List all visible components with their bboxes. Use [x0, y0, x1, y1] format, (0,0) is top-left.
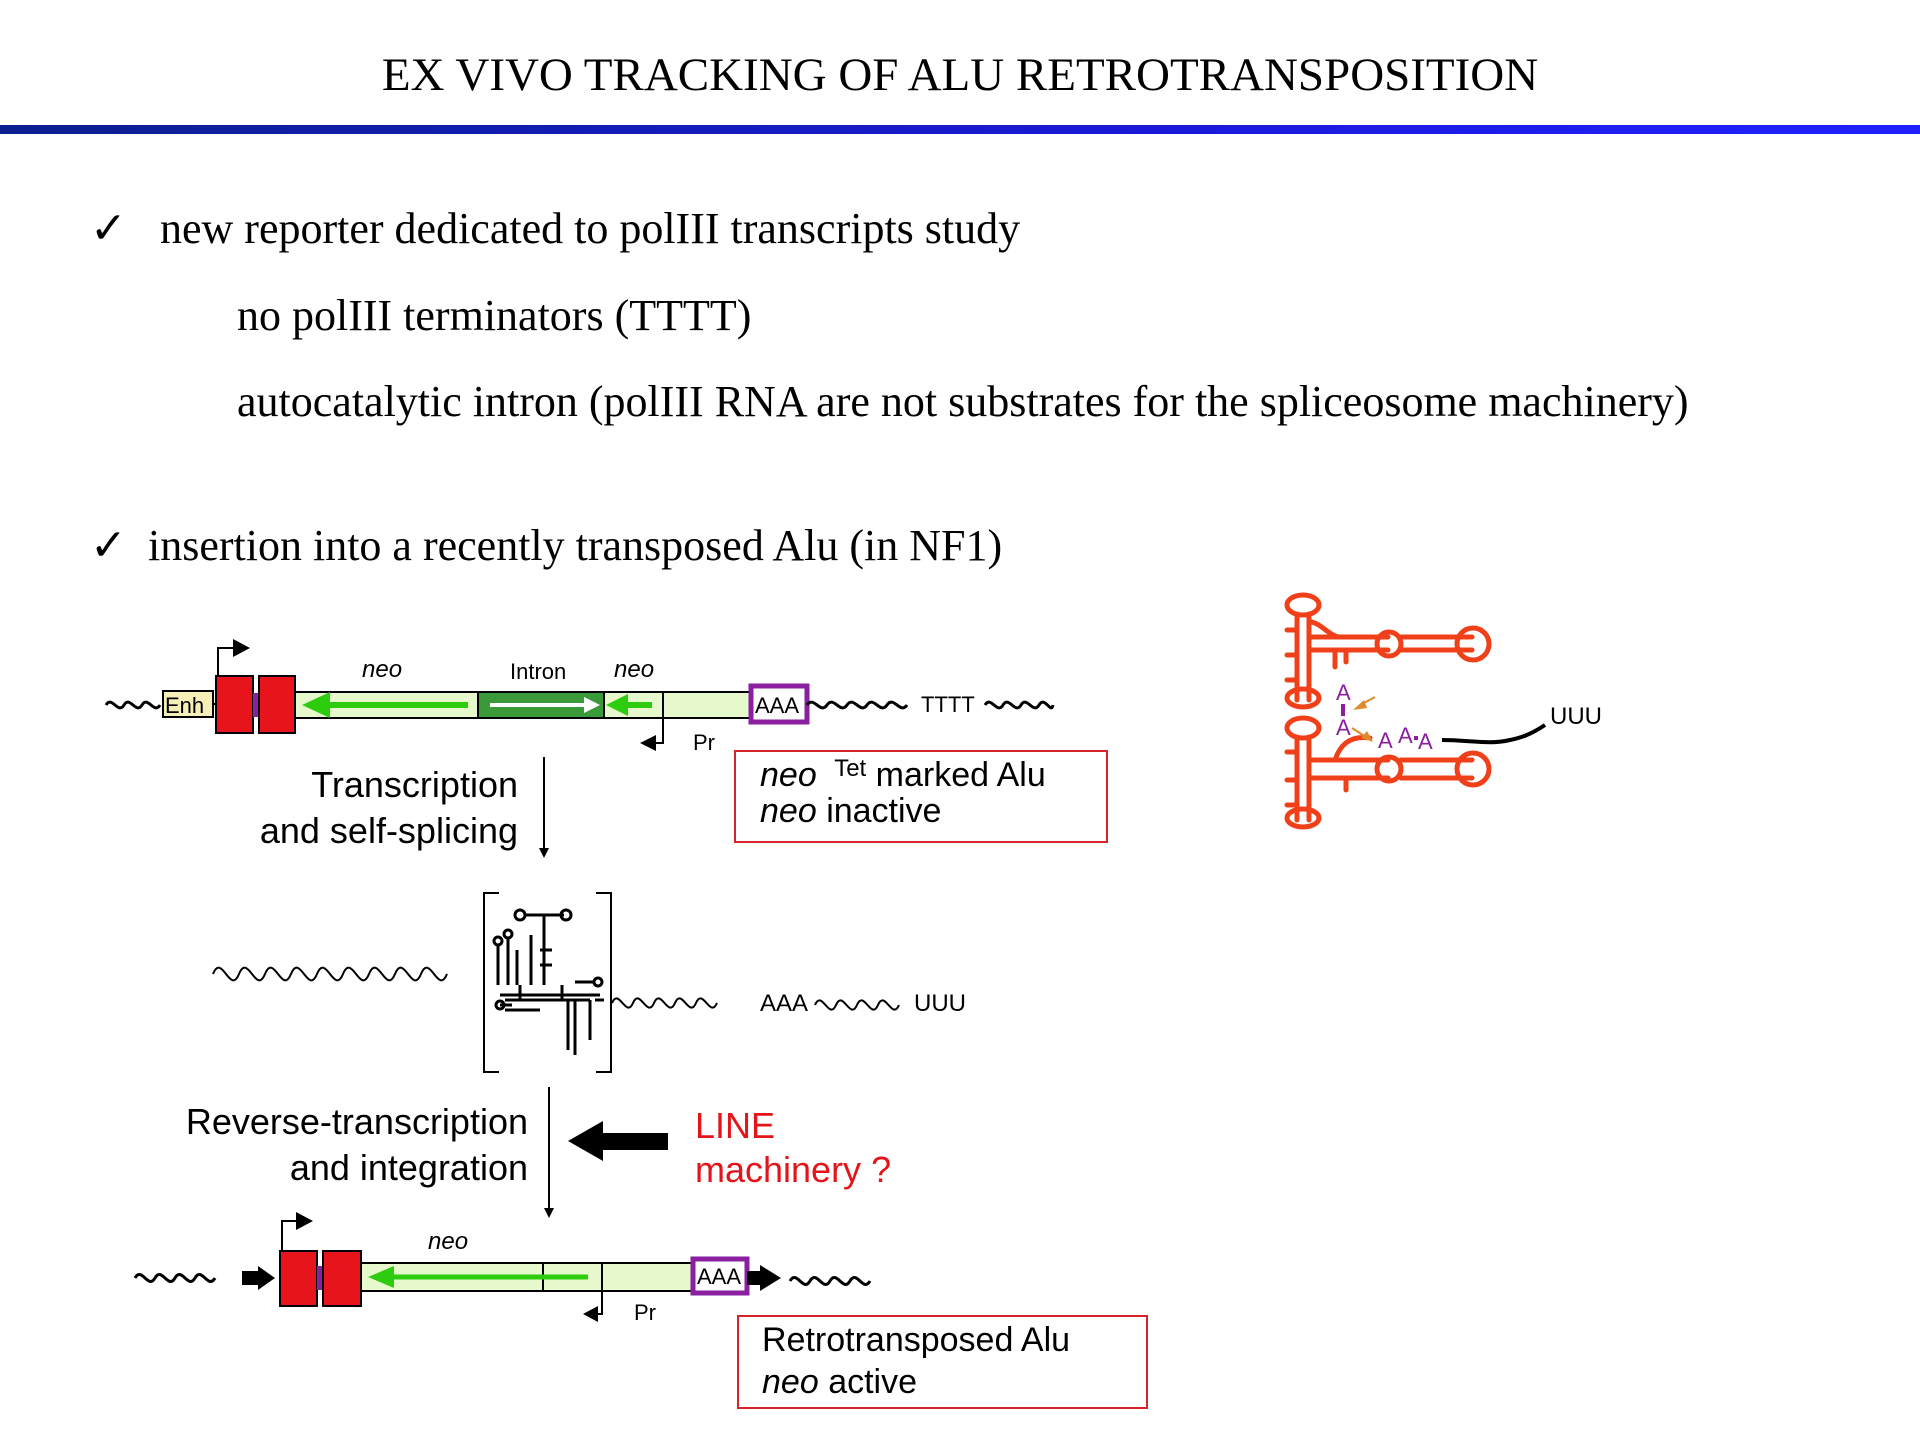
- rna-uuu-label: UUU: [914, 990, 966, 1017]
- svg-text:neo active: neo active: [762, 1363, 917, 1401]
- step1-line2: and self-splicing: [260, 810, 518, 851]
- box2-neo: neo: [762, 1363, 819, 1401]
- rna-aaa-label: AAA: [760, 990, 808, 1017]
- alu-tail: [1441, 723, 1547, 745]
- polya-label: AAA: [755, 693, 799, 718]
- svg-text:neo Tet marked Al: neo Tet marked Alu: [760, 746, 1046, 794]
- box1-line1: marked Alu: [876, 756, 1046, 794]
- retrotransposed-box: Retrotransposed Alu neo active: [737, 1315, 1148, 1409]
- bracket-right: [596, 892, 612, 1073]
- product-neo-label: neo: [428, 1228, 468, 1255]
- product-squiggle-left: [133, 1273, 217, 1283]
- tttt-label: TTTT: [921, 692, 975, 717]
- product-block-2: [322, 1250, 362, 1307]
- product-polya-box: [690, 1256, 750, 1296]
- flank-squiggle-left: [104, 700, 162, 710]
- neo-label-left: neo: [362, 656, 402, 683]
- product-block-1: [279, 1250, 318, 1307]
- product-tss-arrow: [281, 1220, 298, 1251]
- box2-line2: active: [828, 1363, 917, 1401]
- line-machinery-arrow: [568, 1121, 668, 1161]
- alu-a-4: A: [1398, 723, 1413, 748]
- line-label: LINE: [695, 1105, 775, 1146]
- product-construct: AAA neo Pr: [133, 1212, 872, 1325]
- step1-line1: Transcription: [311, 764, 518, 805]
- flank-squiggle-right: [805, 700, 909, 710]
- promoter-block-1: [215, 675, 254, 734]
- bracket-left: [483, 892, 499, 1073]
- linker-purple: [253, 693, 259, 717]
- alu-a-2: A: [1336, 715, 1351, 740]
- box2-line1: Retrotransposed Alu: [762, 1321, 1070, 1359]
- rna-intermediate: AAA UUU: [212, 892, 966, 1073]
- alu-uuu-label: UUU: [1550, 703, 1602, 730]
- box1-neo: neo: [760, 756, 817, 794]
- top-construct: Enh AAA TTTT neo Intron neo Pr: [104, 639, 1055, 755]
- box1-sup: Tet: [834, 755, 866, 782]
- check-icon: ✓: [90, 521, 127, 570]
- svg-text:neo inactive: neo inactive: [760, 792, 941, 830]
- alu-structure: [1284, 592, 1492, 830]
- alu-a-1: A: [1336, 680, 1351, 705]
- promoter-block-2: [258, 675, 296, 734]
- alu-a-labels: A A A A A UUU: [1336, 680, 1602, 754]
- tss-arrow: [217, 647, 235, 676]
- enh-label: Enh: [165, 693, 204, 718]
- step2-line2: and integration: [290, 1147, 528, 1188]
- pr-arrow: [655, 718, 664, 744]
- rna-squiggle-left: [212, 966, 448, 982]
- title-rule: [0, 125, 1920, 134]
- product-pr-label: Pr: [634, 1300, 656, 1325]
- subpoint-2-text: autocatalytic intron (polIII RNA are not…: [237, 377, 1689, 426]
- box1-line2: inactive: [826, 792, 941, 830]
- subpoint-1-text: no polIII terminators (TTTT): [237, 291, 752, 340]
- product-squiggle-right: [788, 1276, 872, 1286]
- alu-a-3: A: [1378, 728, 1393, 753]
- neo-tet-box: neo Tet marked Alu neo inactive: [734, 746, 1108, 843]
- bullet-1-text: new reporter dedicated to polIII transcr…: [160, 204, 1021, 253]
- rna-squiggle-right: [611, 997, 718, 1009]
- alu-a-5: A: [1418, 729, 1433, 754]
- page-title: EX VIVO TRACKING OF ALU RETROTRANSPOSITI…: [381, 49, 1539, 101]
- product-polya-label: AAA: [697, 1264, 741, 1289]
- intron-label: Intron: [510, 659, 566, 684]
- box1-neo-2: neo: [760, 792, 817, 830]
- check-icon: ✓: [90, 204, 127, 253]
- bullet-2-text: insertion into a recently transposed Alu…: [148, 521, 1003, 570]
- step2-line1: Reverse-transcription: [186, 1101, 528, 1142]
- ribozyme-structure: [492, 908, 604, 1055]
- neo-label-right: neo: [614, 656, 654, 683]
- pr-label: Pr: [693, 730, 715, 755]
- machinery-label: machinery ?: [695, 1149, 891, 1190]
